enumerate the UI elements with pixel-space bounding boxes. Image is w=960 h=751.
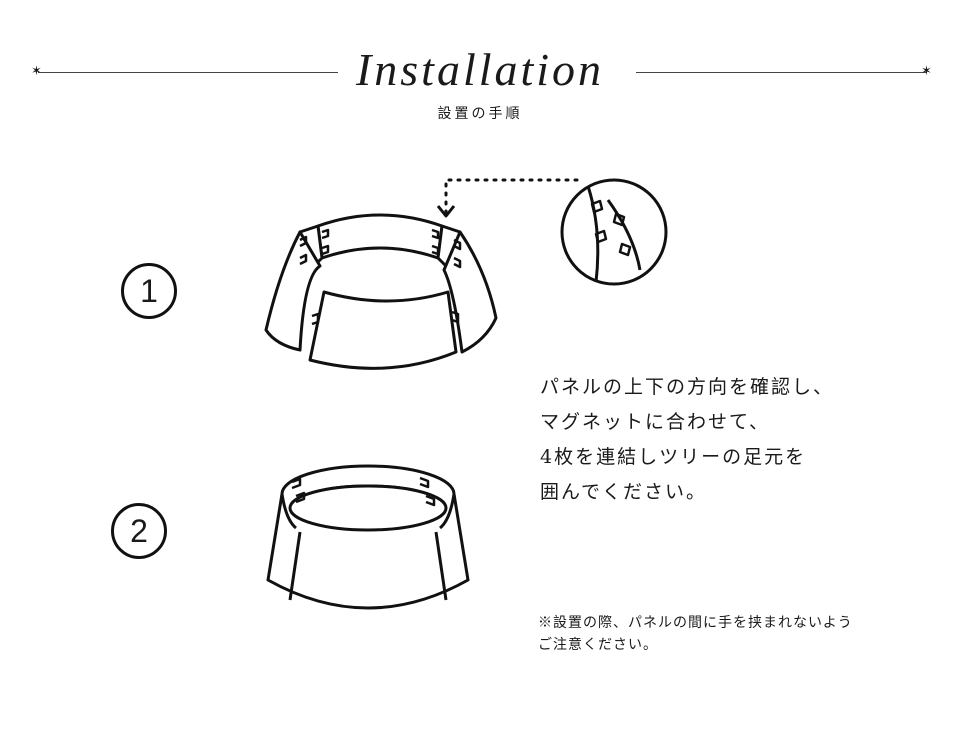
page-title: Installation (355, 44, 605, 95)
note-line: ※設置の際、パネルの間に手を挟まれないよう (538, 615, 853, 631)
safety-note: ※設置の際、パネルの間に手を挟まれないよう ご注意ください。 (538, 612, 938, 656)
page-header: ✶ Installation ✶ 設置の手順 (0, 0, 960, 140)
star-ornament-icon: ✶ (31, 64, 42, 79)
header-rule-right (636, 72, 926, 73)
step-1-number: 1 (121, 263, 177, 319)
page-subtitle: 設置の手順 (437, 106, 523, 122)
step-2-number: 2 (111, 503, 167, 559)
star-ornament-icon: ✶ (921, 64, 932, 79)
instruction-line: パネルの上下の方向を確認し、 (540, 376, 835, 398)
installation-instructions: パネルの上下の方向を確認し、 マグネットに合わせて、 4枚を連結しツリーの足元を… (540, 370, 940, 510)
instruction-line: 囲んでください。 (540, 481, 708, 503)
note-line: ご注意ください。 (538, 637, 658, 653)
header-rule-left (38, 72, 338, 73)
instruction-line: 4枚を連結しツリーの足元を (540, 446, 807, 468)
instruction-line: マグネットに合わせて、 (540, 411, 771, 433)
